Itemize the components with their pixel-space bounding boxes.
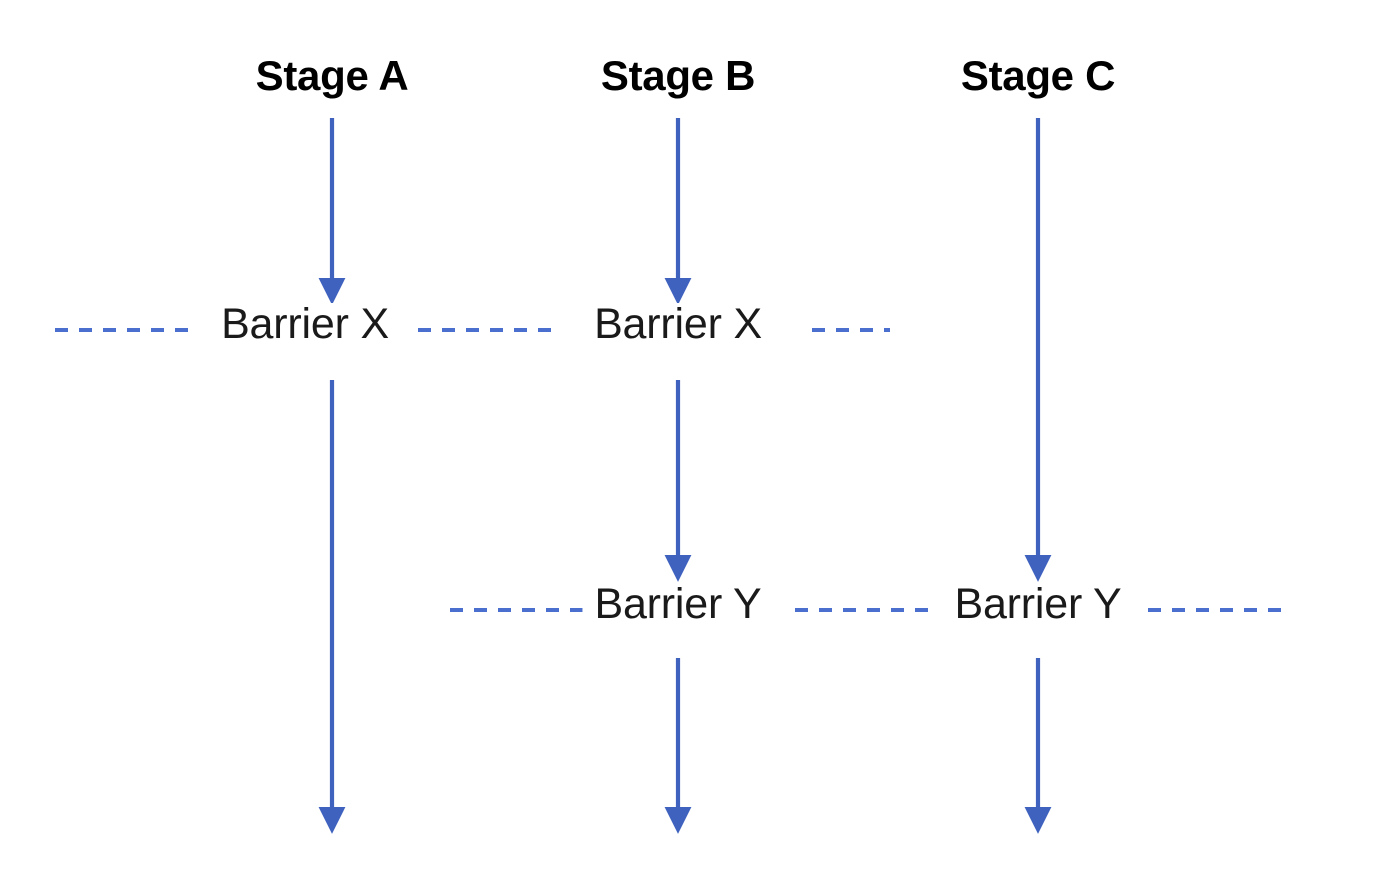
column-header-stage-a: Stage A bbox=[255, 52, 409, 99]
column-header-stage-b: Stage B bbox=[600, 52, 756, 99]
barrier-node-stage-a-barrier-x: Barrier X bbox=[209, 303, 401, 346]
dashed-link-group bbox=[55, 328, 1282, 612]
column-header-stage-c: Stage C bbox=[960, 52, 1116, 99]
barrier-node-stage-b-barrier-x: Barrier X bbox=[582, 303, 774, 346]
arrow-group bbox=[318, 118, 1052, 834]
barrier-node-stage-c-barrier-y: Barrier Y bbox=[942, 583, 1134, 626]
barrier-node-stage-b-barrier-y: Barrier Y bbox=[582, 583, 774, 626]
